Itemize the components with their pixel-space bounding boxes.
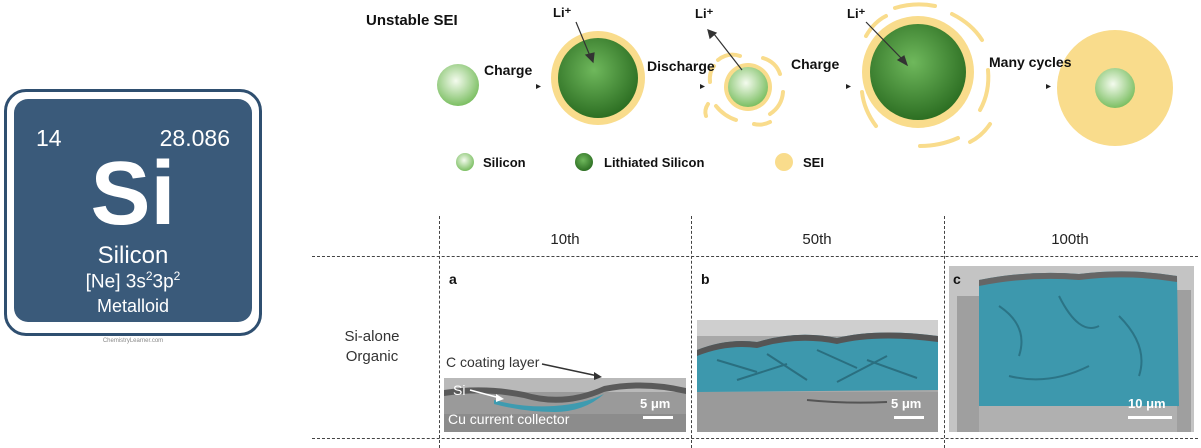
- element-tile: 14 28.086 Si Silicon [Ne] 3s23p2 Metallo…: [4, 89, 262, 344]
- legend-sei-swatch: [775, 153, 793, 171]
- micrograph-panel-c: [949, 266, 1194, 432]
- legend-silicon-swatch: [456, 153, 474, 171]
- lithiated-particle-2: [870, 24, 966, 120]
- table-bottom-rule: [312, 438, 1198, 439]
- si-label: Si: [453, 382, 466, 398]
- config-sup-2: 2: [173, 269, 181, 283]
- scale-bar-b: [894, 416, 924, 419]
- element-symbol: Si: [90, 144, 176, 244]
- lithiated-particle-1: [558, 38, 638, 118]
- element-category: Metalloid: [96, 296, 170, 316]
- sei-fragments-2: [703, 52, 785, 127]
- config-sup-1: 2: [145, 269, 153, 283]
- panel-letter-c: c: [953, 271, 961, 287]
- step-label-many-cycles: Many cycles: [989, 54, 1072, 70]
- legend-sei: SEI: [803, 155, 824, 170]
- silicon-particle-initial: [437, 64, 479, 106]
- config-mid: 3p: [152, 271, 174, 293]
- legend-lithiated: Lithiated Silicon: [604, 155, 705, 170]
- scheme-title: Unstable SEI: [366, 12, 458, 29]
- step-label-charge-1: Charge: [484, 62, 533, 78]
- legend-lithiated-swatch: [575, 153, 593, 171]
- micrograph-panel-a: [444, 378, 686, 432]
- silicon-particle-2: [728, 67, 768, 107]
- electron-configuration: [Ne] 3s23p2: [14, 269, 252, 293]
- micrograph-a-graphic: [444, 378, 686, 432]
- step-label-discharge: Discharge: [647, 58, 715, 74]
- scale-bar-c: [1128, 416, 1172, 419]
- current-collector-label: Cu current collector: [448, 411, 570, 427]
- atomic-number: 14: [36, 125, 62, 151]
- table-divider-1: [439, 216, 440, 448]
- table-divider-2: [691, 216, 692, 448]
- scale-bar-a: [643, 416, 673, 419]
- coating-pointer-arrow: [541, 363, 602, 380]
- li-ion-label-1: Li⁺: [553, 5, 572, 20]
- row-header: Si-alone Organic: [318, 327, 426, 367]
- element-name: Silicon: [97, 242, 169, 269]
- legend-silicon: Silicon: [483, 155, 526, 170]
- si-pointer-arrow: [469, 389, 504, 402]
- micrograph-panel-b: [697, 320, 938, 432]
- li-ion-label-3: Li⁺: [847, 6, 866, 21]
- element-tile-body: 14 28.086 Si Silicon [Ne] 3s23p2 Metallo…: [14, 99, 252, 322]
- sei-schematic: [437, 2, 1173, 171]
- scale-bar-label-b: 5 μm: [891, 396, 922, 411]
- sei-fragments-3: [860, 2, 992, 148]
- micrograph-c-graphic: [949, 266, 1194, 432]
- scale-bar-label-c: 10 μm: [1128, 396, 1166, 411]
- row-header-line-2: Organic: [345, 348, 399, 365]
- credit-text: ChemistryLearner.com: [102, 338, 164, 344]
- scale-bar-label-a: 5 μm: [640, 396, 671, 411]
- li-ion-arrows: [575, 21, 909, 71]
- li-ion-label-2: Li⁺: [695, 6, 714, 21]
- panel-letter-a: a: [449, 271, 457, 287]
- silicon-particle-final: [1095, 68, 1135, 108]
- config-core: [Ne] 3s: [85, 271, 146, 293]
- column-header-50th: 50th: [802, 231, 832, 248]
- process-arrows: [536, 84, 1051, 89]
- atomic-mass: 28.086: [159, 125, 230, 151]
- table-divider-3: [944, 216, 945, 448]
- coating-layer-label: C coating layer: [446, 354, 540, 370]
- table-header-rule: [312, 256, 1198, 257]
- panel-letter-b: b: [701, 271, 710, 287]
- step-label-charge-2: Charge: [791, 56, 840, 72]
- micrograph-b-graphic: [697, 320, 938, 432]
- column-header-100th: 100th: [1051, 231, 1089, 248]
- row-header-line-1: Si-alone: [344, 328, 400, 345]
- column-header-10th: 10th: [550, 231, 580, 248]
